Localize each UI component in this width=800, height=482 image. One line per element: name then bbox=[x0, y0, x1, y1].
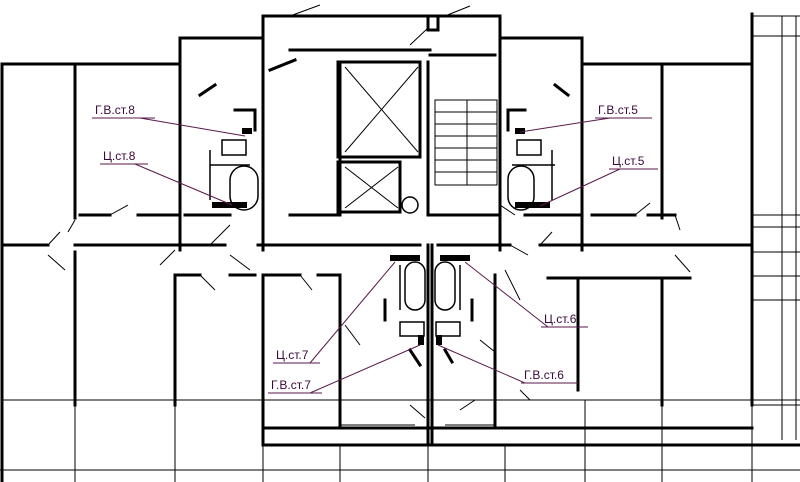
bottom-strip bbox=[0, 399, 800, 482]
label-c5: Ц.ст.5 bbox=[612, 154, 645, 168]
center-bathrooms bbox=[383, 243, 474, 447]
callout-c6: Ц.ст.6 bbox=[464, 261, 588, 328]
label-c6: Ц.ст.6 bbox=[544, 312, 577, 326]
staircase bbox=[434, 99, 498, 186]
label-gv7: Г.В.ст.7 bbox=[271, 378, 311, 392]
callout-gv5: Г.В.ст.5 bbox=[519, 103, 652, 133]
door-swings bbox=[47, 202, 691, 419]
right-dimension-lines bbox=[752, 15, 800, 440]
callout-gv8: Г.В.ст.8 bbox=[92, 103, 246, 137]
elevator-shafts bbox=[336, 53, 497, 217]
core-top bbox=[268, 4, 471, 72]
callout-c5: Ц.ст.5 bbox=[539, 154, 658, 207]
left-bathroom bbox=[197, 82, 259, 211]
label-c7: Ц.ст.7 bbox=[276, 348, 309, 362]
label-c8: Ц.ст.8 bbox=[103, 149, 136, 163]
label-gv5: Г.В.ст.5 bbox=[598, 103, 638, 117]
left-rooms bbox=[78, 213, 342, 447]
callout-gv7: Г.В.ст.7 bbox=[268, 344, 421, 394]
callout-gv6: Г.В.ст.6 bbox=[437, 344, 578, 384]
label-gv8: Г.В.ст.8 bbox=[95, 103, 135, 117]
right-bathroom bbox=[506, 82, 571, 211]
callout-c8: Ц.ст.8 bbox=[100, 149, 233, 206]
outer-walls bbox=[0, 12, 754, 482]
callout-c7: Ц.ст.7 bbox=[273, 261, 396, 364]
label-gv6: Г.В.ст.6 bbox=[524, 368, 564, 382]
corridor-walls bbox=[0, 62, 754, 407]
